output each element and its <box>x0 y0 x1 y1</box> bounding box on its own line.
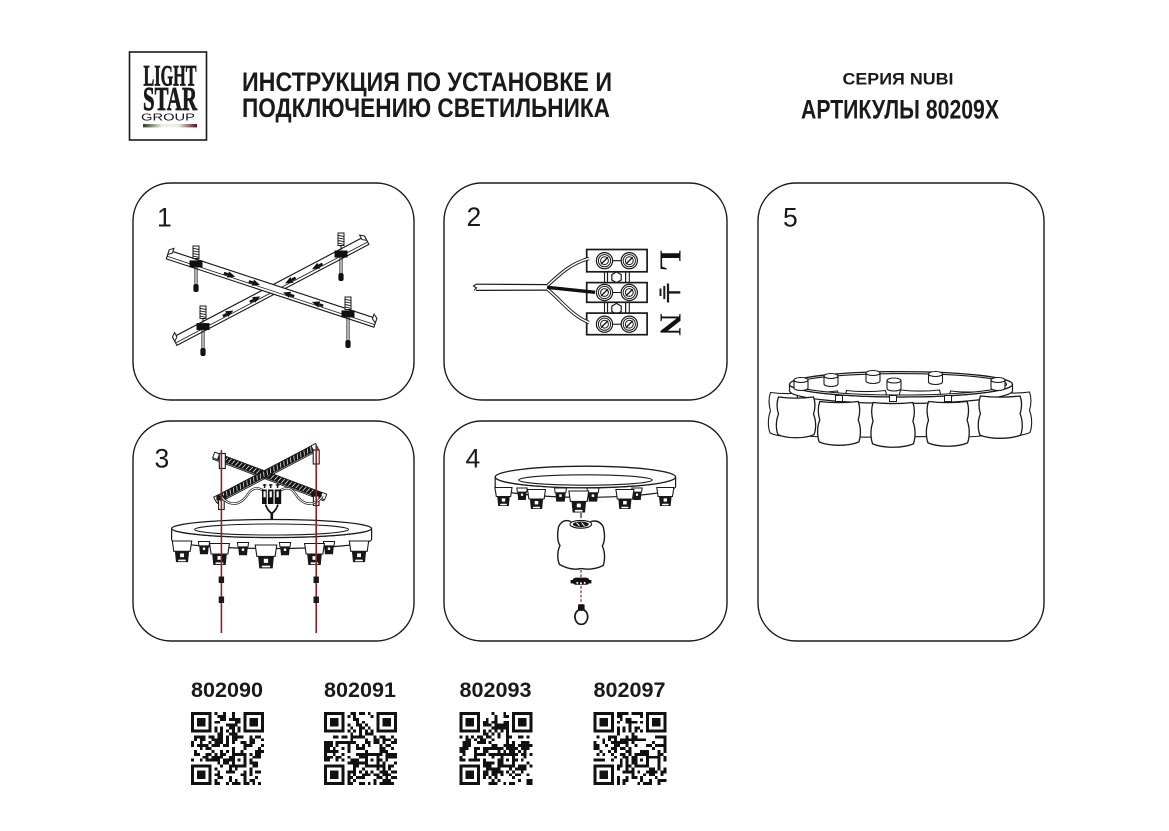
svg-text:1: 1 <box>157 203 172 233</box>
svg-text:802091: 802091 <box>324 678 396 702</box>
svg-text:СЕРИЯ NUBI: СЕРИЯ NUBI <box>843 70 954 89</box>
svg-text:L: L <box>653 250 688 271</box>
svg-text:N: N <box>653 313 688 335</box>
svg-text:802093: 802093 <box>460 678 532 702</box>
svg-text:802097: 802097 <box>594 678 666 702</box>
svg-text:3: 3 <box>155 443 170 473</box>
svg-text:5: 5 <box>783 202 798 232</box>
svg-text:2: 2 <box>467 202 482 232</box>
svg-text:АРТИКУЛЫ 80209X: АРТИКУЛЫ 80209X <box>801 94 999 124</box>
svg-text:802090: 802090 <box>191 678 263 702</box>
svg-text:GROUP: GROUP <box>141 112 195 124</box>
svg-text:4: 4 <box>466 443 481 473</box>
svg-text:ПОДКЛЮЧЕНИЮ СВЕТИЛЬНИКА: ПОДКЛЮЧЕНИЮ СВЕТИЛЬНИКА <box>242 93 610 123</box>
